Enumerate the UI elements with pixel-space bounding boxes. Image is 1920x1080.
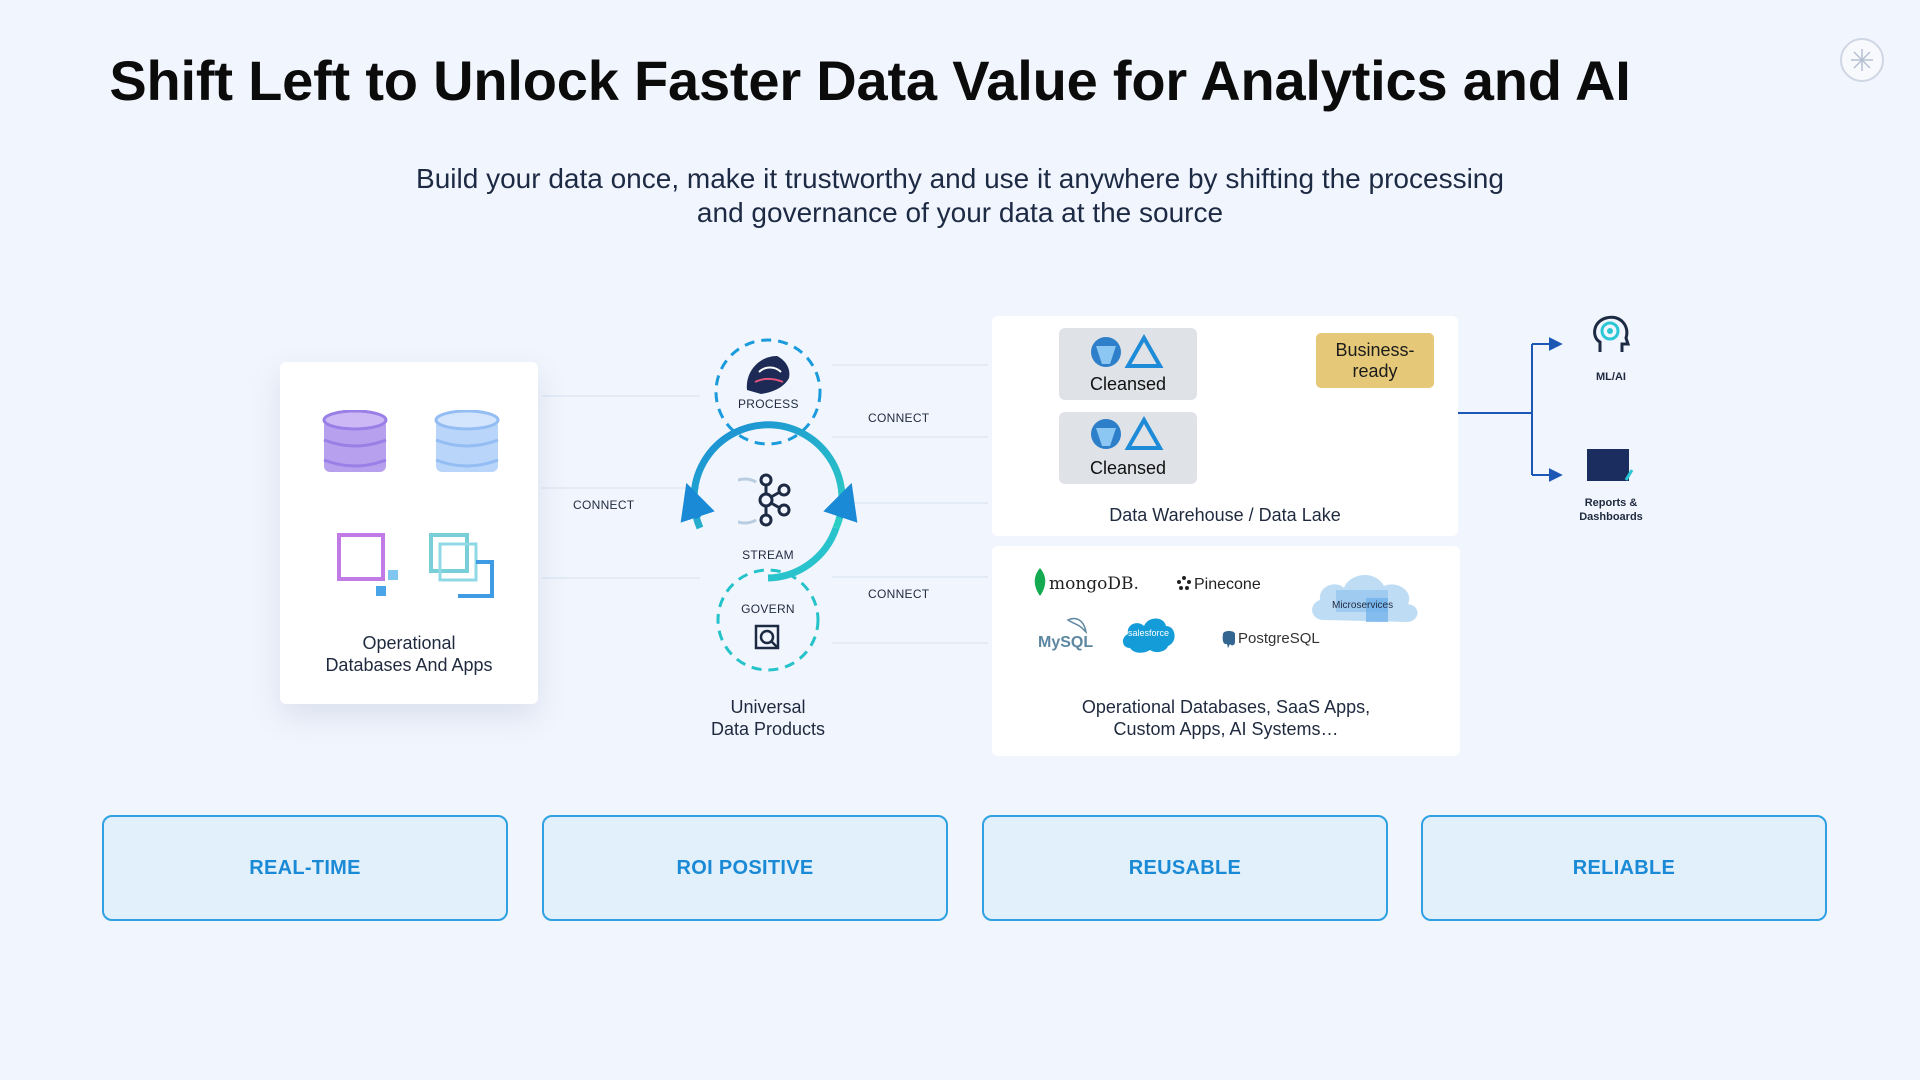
database-icon-blue [434, 410, 500, 480]
connect-label-left: CONNECT [573, 498, 634, 512]
benefit-reliable: RELIABLE [1421, 815, 1827, 921]
mongodb-logo: mongoDB. [1049, 574, 1139, 594]
govern-magnifier-icon [754, 624, 782, 652]
mongodb-leaf-icon [1033, 568, 1047, 596]
source-caption-line-1: Operational [280, 632, 538, 654]
postgresql-elephant-icon [1220, 630, 1238, 648]
operational-caption-line-2: Custom Apps, AI Systems… [992, 718, 1460, 740]
microservices-cloud-icon [1306, 560, 1424, 630]
warehouse-caption: Data Warehouse / Data Lake [992, 504, 1458, 526]
hub-caption-line-1: Universal [668, 696, 868, 718]
stream-label: STREAM [738, 548, 798, 562]
app-stack-icon-teal [428, 532, 498, 602]
benefit-real-time: REAL-TIME [102, 815, 508, 921]
process-flink-icon [741, 350, 795, 398]
right-connect-streaks [832, 365, 956, 643]
source-caption-line-2: Databases And Apps [280, 654, 538, 676]
govern-label: GOVERN [738, 602, 798, 616]
reports-label-line-1: Reports & [1561, 496, 1661, 510]
cleansed-label-1: Cleansed [1090, 374, 1166, 394]
business-ready-line-1: Business- [1335, 340, 1414, 361]
app-square-icon-purple [336, 532, 406, 602]
operational-caption-line-1: Operational Databases, SaaS Apps, [992, 696, 1460, 718]
salesforce-label: salesforce [1128, 628, 1169, 638]
process-label: PROCESS [738, 397, 798, 411]
ml-ai-head-icon [1590, 314, 1632, 356]
source-systems-caption: Operational Databases And Apps [280, 632, 538, 676]
warehouse-logos-icon-2 [1088, 416, 1164, 452]
business-ready-box: Business- ready [1316, 333, 1434, 388]
pinecone-logo: Pinecone [1194, 576, 1261, 594]
cleansed-label-2: Cleansed [1090, 458, 1166, 478]
benefit-roi-positive: ROI POSITIVE [542, 815, 948, 921]
govern-ring [718, 570, 818, 670]
business-ready-line-2: ready [1335, 361, 1414, 382]
hub-caption-line-2: Data Products [668, 718, 868, 740]
reports-dashboard-icon [1586, 448, 1636, 484]
pinecone-icon [1176, 576, 1192, 592]
microservices-label: Microservices [1332, 600, 1393, 611]
output-connectors [1458, 344, 1560, 475]
stream-kafka-icon [738, 470, 798, 530]
warehouse-logos-icon-1 [1088, 334, 1164, 370]
connect-label-right-bottom: CONNECT [868, 587, 929, 601]
database-icon-purple [322, 410, 388, 480]
ml-ai-label: ML/AI [1571, 370, 1651, 384]
operational-targets-caption: Operational Databases, SaaS Apps, Custom… [992, 696, 1460, 740]
source-systems-card: Operational Databases And Apps [280, 362, 538, 704]
hub-caption: Universal Data Products [668, 696, 868, 740]
benefit-reusable: REUSABLE [982, 815, 1388, 921]
mysql-logo: MySQL [1038, 634, 1093, 652]
reports-label: Reports & Dashboards [1561, 496, 1661, 524]
connect-label-right-top: CONNECT [868, 411, 929, 425]
postgresql-logo: PostgreSQL [1238, 630, 1320, 647]
reports-label-line-2: Dashboards [1561, 510, 1661, 524]
